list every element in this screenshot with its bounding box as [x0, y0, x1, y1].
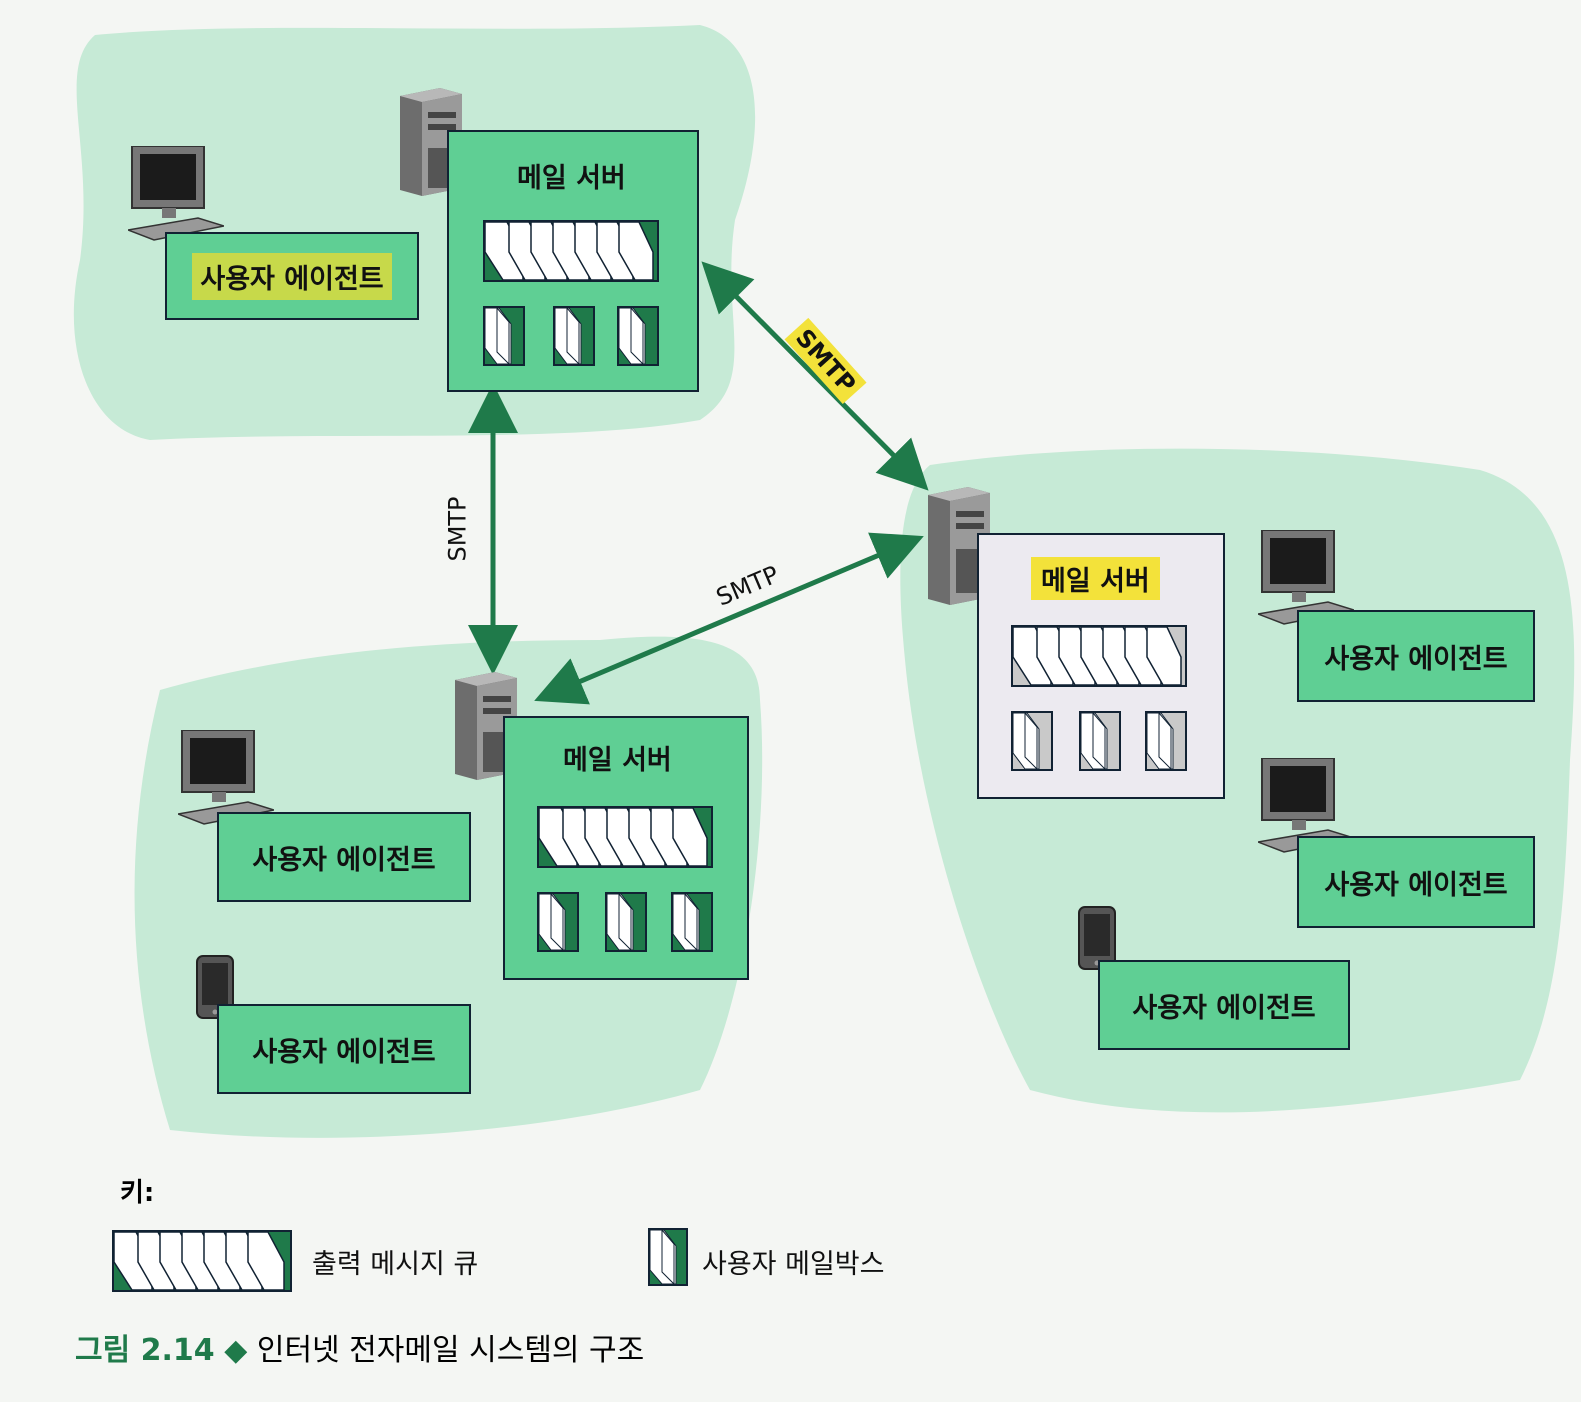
- user-agent-label: 사용자 에이전트: [1324, 869, 1508, 901]
- user-mailbox: [605, 892, 647, 952]
- user-mailbox: [553, 306, 595, 366]
- caption-bullet: ◆: [224, 1333, 248, 1368]
- user-agent-box: 사용자 에이전트: [165, 232, 419, 320]
- user-agent-label: 사용자 에이전트: [192, 252, 392, 300]
- mail-server-box: 메일 서버: [977, 533, 1225, 799]
- outgoing-message-queue: [537, 806, 713, 868]
- key-heading: 키:: [120, 1178, 155, 1208]
- user-mailbox: [537, 892, 579, 952]
- user-agent-box: 사용자 에이전트: [1098, 960, 1350, 1050]
- user-mailbox: [1145, 711, 1187, 771]
- key-queue-label: 출력 메시지 큐: [312, 1249, 479, 1280]
- key-mailbox-label: 사용자 메일박스: [702, 1249, 885, 1280]
- user-agent-box: 사용자 에이전트: [217, 1004, 471, 1094]
- mail-server-box: 메일 서버: [503, 716, 749, 980]
- user-mailbox: [483, 306, 525, 366]
- server-tower-icon: [400, 88, 462, 196]
- user-agent-label: 사용자 에이전트: [252, 844, 436, 876]
- desktop-computer-icon: [178, 730, 274, 825]
- smtp-arrow-bottom: [534, 532, 924, 705]
- smtp-label-vertical: SMTP: [443, 496, 472, 562]
- user-mailbox: [1011, 711, 1053, 771]
- user-agent-box: 사용자 에이전트: [1297, 836, 1535, 928]
- mail-server-title: 메일 서버: [1031, 557, 1160, 600]
- outgoing-message-queue: [483, 220, 659, 282]
- smtp-arrow-top-right: [701, 261, 929, 491]
- mail-server-box: 메일 서버: [447, 130, 699, 392]
- user-agent-label: 사용자 에이전트: [1132, 992, 1316, 1024]
- user-mailbox: [1079, 711, 1121, 771]
- user-agent-label: 사용자 에이전트: [252, 1036, 436, 1068]
- user-agent-box: 사용자 에이전트: [217, 812, 471, 902]
- outgoing-message-queue: [1011, 625, 1187, 687]
- user-agent-label: 사용자 에이전트: [1324, 643, 1508, 675]
- desktop-computer-icon: [128, 146, 224, 241]
- user-agent-box: 사용자 에이전트: [1297, 610, 1535, 702]
- figure-caption: 그림 2.14 ◆ 인터넷 전자메일 시스템의 구조: [75, 1325, 644, 1369]
- smartphone-icon: [196, 955, 234, 1019]
- figure-title: 인터넷 전자메일 시스템의 구조: [256, 1333, 645, 1368]
- key-queue-icon: [112, 1230, 292, 1292]
- mail-server-title: 메일 서버: [563, 745, 672, 776]
- user-mailbox: [671, 892, 713, 952]
- figure-number: 그림 2.14: [75, 1333, 215, 1368]
- desktop-computer-icon: [1258, 530, 1354, 625]
- user-mailbox: [617, 306, 659, 366]
- mail-server-title: 메일 서버: [517, 163, 626, 194]
- desktop-computer-icon: [1258, 758, 1354, 853]
- key-mailbox-icon: [648, 1228, 688, 1286]
